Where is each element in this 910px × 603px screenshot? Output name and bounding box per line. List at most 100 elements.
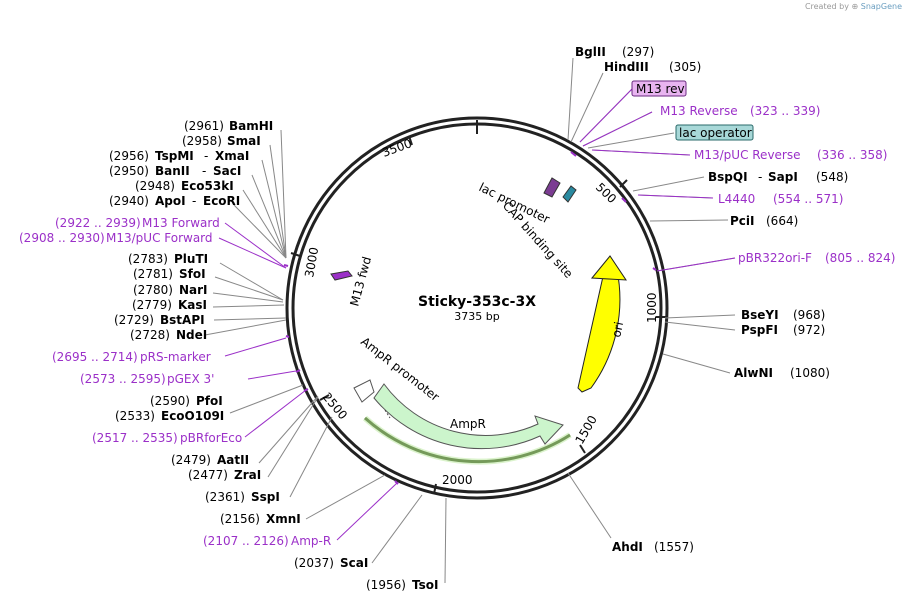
right-label-m13-puc-reverse-pos: (336 .. 358) [817, 148, 887, 162]
left-label-scai-name: ScaI [340, 556, 368, 570]
left-label-m13-forward-pos: (2922 .. 2939) [55, 216, 141, 230]
snapgene-logo-icon: ⊕ [851, 2, 859, 11]
right-label-lac-operator[interactable]: lac operator [675, 124, 754, 141]
left-label-xmni-name: XmnI [266, 512, 301, 526]
left-label-tspmi-sep: - [204, 149, 208, 163]
right-label-hindiii-pos: (305) [669, 60, 701, 74]
left-label-sfoi[interactable]: (2781) SfoI [133, 267, 206, 281]
left-label-ndei-name: NdeI [176, 328, 207, 342]
left-label-kasi-name: KasI [178, 298, 207, 312]
ori-feature [577, 269, 621, 393]
ampr-highlight [362, 415, 572, 465]
left-label-ecori-name: EcoRI [203, 194, 240, 208]
right-label-alwni-name: AlwNI [734, 366, 773, 380]
right-label-alwni[interactable]: AlwNI (1080) [734, 366, 830, 380]
right-label-m13-rev[interactable]: M13 rev [631, 80, 687, 97]
left-label-nari[interactable]: (2780) NarI [133, 283, 208, 297]
right-label-bspqi[interactable]: BspQI - SapI (548) [708, 170, 848, 184]
left-label-nari-name: NarI [179, 283, 208, 297]
left-label-pfoi-name: PfoI [196, 394, 223, 408]
left-label-bamhi-name: BamHI [229, 119, 273, 133]
left-label-pbrforeco[interactable]: (2517 .. 2535) pBRforEco [92, 431, 242, 445]
ori-arrowhead [590, 255, 627, 281]
right-label-l4440[interactable]: L4440 (554 .. 571) [718, 192, 843, 206]
left-label-pgex3-name: pGEX 3' [167, 372, 214, 386]
tick-label-2000: 2000 [442, 473, 473, 487]
left-label-xmni[interactable]: (2156) XmnI [220, 512, 301, 526]
ampr-promoter-feature [353, 379, 375, 403]
left-label-m13-puc-forward[interactable]: (2908 .. 2930) M13/pUC Forward [19, 231, 213, 245]
tick-marks [290, 135, 666, 495]
tick-label-1000: 1000 [645, 292, 659, 323]
left-label-pfoi-pos: (2590) [150, 394, 190, 408]
left-label-amp-r[interactable]: (2107 .. 2126) Amp-R [203, 534, 331, 548]
left-label-aatii[interactable]: (2479) AatII [171, 453, 249, 467]
tick-label-3500: 3500 [380, 136, 413, 160]
right-label-bglii[interactable]: BglII (297) [575, 45, 654, 59]
left-label-eco0109i-pos: (2533) [115, 409, 155, 423]
left-label-pluti-pos: (2783) [128, 252, 168, 266]
left-label-scai[interactable]: (2037) ScaI [294, 556, 368, 570]
left-label-smai[interactable]: (2958) SmaI [182, 134, 261, 148]
left-label-pluti[interactable]: (2783) PluTI [128, 252, 208, 266]
left-label-sfoi-name: SfoI [179, 267, 206, 281]
right-label-bspqi-name: BspQI [708, 170, 748, 184]
left-label-ndei[interactable]: (2728) NdeI [130, 328, 207, 342]
left-label-tspmi-name: TspMI [155, 149, 194, 163]
right-primer-leaders [579, 88, 736, 272]
left-label-sspi[interactable]: (2361) SspI [205, 490, 280, 504]
left-label-apoi-pos: (2940) [109, 194, 149, 208]
m13-fwd-feature [330, 270, 353, 281]
right-label-ahdi-pos: (1557) [654, 540, 694, 554]
left-label-kasi[interactable]: (2779) KasI [132, 298, 207, 312]
left-label-eco0109i[interactable]: (2533) EcoO109I [115, 409, 224, 423]
left-label-bstapi-pos: (2729) [114, 313, 154, 327]
left-label-banii-pos: (2950) [109, 164, 149, 178]
left-label-kasi-pos: (2779) [132, 298, 172, 312]
left-label-smai-pos: (2958) [182, 134, 222, 148]
left-label-zrai[interactable]: (2477) ZraI [188, 468, 261, 482]
left-label-m13-forward[interactable]: (2922 .. 2939) M13 Forward [55, 216, 220, 230]
right-label-bglii-pos: (297) [622, 45, 654, 59]
right-label-pbr322ori-f[interactable]: pBR322ori-F (805 .. 824) [738, 251, 895, 265]
left-label-tspmi[interactable]: (2956) TspMI - XmaI [109, 149, 249, 163]
left-label-banii-name: BanII [155, 164, 190, 178]
right-label-pspfi[interactable]: PspFI (972) [741, 323, 825, 337]
left-label-smai-name: SmaI [227, 134, 261, 148]
ampr-label: AmpR [450, 417, 486, 431]
left-label-tsoi-pos: (1956) [366, 578, 406, 592]
left-label-m13-puc-forward-name: M13/pUC Forward [106, 231, 213, 245]
left-label-bamhi[interactable]: (2961) BamHI [184, 119, 273, 133]
left-label-eco53ki-pos: (2948) [135, 179, 175, 193]
left-label-eco53ki-name: Eco53kI [181, 179, 234, 193]
right-label-hindiii[interactable]: HindIII (305) [604, 60, 701, 74]
right-label-ahdi[interactable]: AhdI (1557) [612, 540, 694, 554]
right-label-pcii-pos: (664) [766, 214, 798, 228]
left-label-tsoi[interactable]: (1956) TsoI [366, 578, 438, 592]
right-label-m13-puc-reverse-name: M13/pUC Reverse [694, 148, 801, 162]
right-label-m13-puc-reverse[interactable]: M13/pUC Reverse (336 .. 358) [694, 148, 887, 162]
left-label-sspi-name: SspI [251, 490, 280, 504]
right-label-pbr322ori-f-name: pBR322ori-F [738, 251, 812, 265]
left-label-bstapi[interactable]: (2729) BstAPI [114, 313, 205, 327]
left-label-pluti-name: PluTI [174, 252, 208, 266]
left-label-pgex3-pos: (2573 .. 2595) [80, 372, 166, 386]
right-label-m13-rev-name: M13 rev [636, 82, 685, 96]
left-label-prs-marker[interactable]: (2695 .. 2714) pRS-marker [52, 350, 211, 364]
left-label-m13-forward-name: M13 Forward [142, 216, 220, 230]
left-label-eco53ki[interactable]: (2948) Eco53kI [135, 179, 234, 193]
left-label-saci-name: SacI [213, 164, 241, 178]
left-label-m13-puc-forward-pos: (2908 .. 2930) [19, 231, 105, 245]
right-label-pcii[interactable]: PciI (664) [730, 214, 798, 228]
left-label-pgex3[interactable]: (2573 .. 2595) pGEX 3' [80, 372, 214, 386]
left-label-sspi-pos: (2361) [205, 490, 245, 504]
right-label-bseyi[interactable]: BseYI (968) [741, 308, 825, 322]
left-label-apoi[interactable]: (2940) ApoI - EcoRI [109, 194, 240, 208]
right-label-m13-reverse[interactable]: M13 Reverse (323 .. 339) [660, 104, 820, 118]
left-label-pbrforeco-pos: (2517 .. 2535) [92, 431, 178, 445]
ampr-promoter-dash [384, 409, 391, 419]
m13-fwd-label: M13 fwd [347, 255, 374, 308]
left-label-pfoi[interactable]: (2590) PfoI [150, 394, 223, 408]
left-label-prs-marker-name: pRS-marker [140, 350, 211, 364]
left-label-banii[interactable]: (2950) BanII - SacI [109, 164, 241, 178]
